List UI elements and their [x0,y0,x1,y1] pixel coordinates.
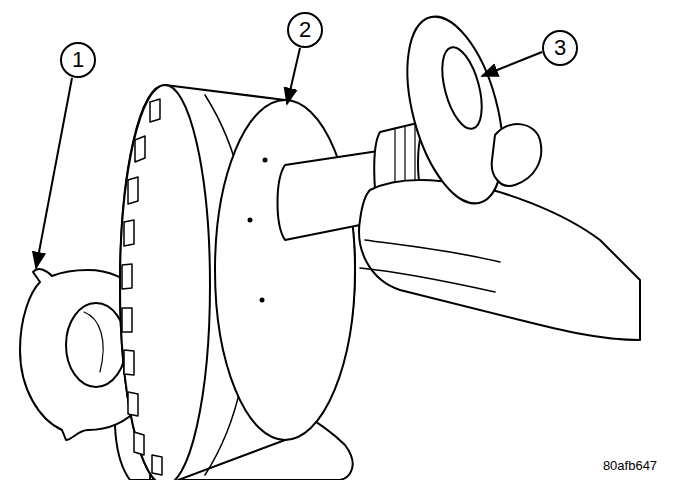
callout-number: 2 [299,19,311,41]
hand-right-thumb [492,124,542,186]
leader-line [482,52,542,76]
clutch-drum [120,85,355,480]
callout-circle [288,13,322,47]
callout-circle [543,31,577,65]
leader-line [287,48,300,104]
callout-number: 1 [72,49,84,71]
callout-circle [61,43,95,77]
hand-right [359,180,640,340]
leader-line [36,78,72,268]
hand-right-finger [360,240,500,292]
figure-code: 80afb647 [603,459,657,472]
callout-number: 3 [554,37,566,59]
